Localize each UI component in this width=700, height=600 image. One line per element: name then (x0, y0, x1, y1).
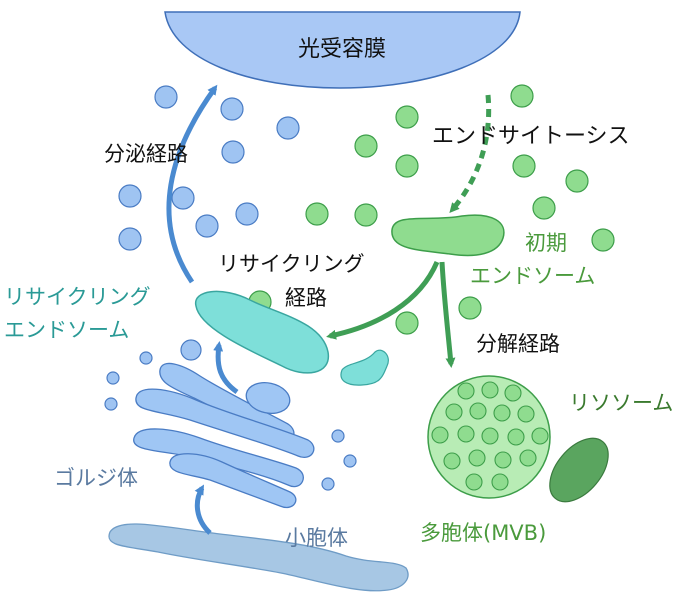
recycling-path-arrow (326, 261, 440, 340)
lysosome-label: リソソーム (569, 391, 673, 415)
teal-fragment (340, 349, 389, 386)
mvb-intraluminal-vesicles (431, 381, 549, 491)
blue-vesicles (104, 85, 357, 491)
endocytosis-arrow (449, 94, 492, 214)
secretory-path-arrow (166, 84, 218, 284)
photoreceptor-membrane (164, 11, 521, 89)
early-endosome-label-line1: 初期 (525, 231, 567, 255)
recycling-endosome (195, 290, 329, 374)
endocytosis-label: エンドサイトーシス (432, 124, 630, 149)
recycling-endosome-label-line1: リサイクリング (4, 285, 151, 309)
er-to-golgi-arrow (194, 484, 212, 535)
early-endosome (391, 214, 505, 257)
endoplasmic-reticulum (108, 523, 409, 592)
recycling-path-label-line1: リサイクリング (218, 252, 365, 276)
mvb-label: 多胞体(MVB) (420, 521, 546, 545)
membrane-label: 光受容膜 (298, 37, 386, 62)
recycling-path-label-line2: 経路 (285, 286, 327, 310)
degradation-path-arrow (439, 261, 456, 368)
degradation-label: 分解経路 (476, 332, 560, 356)
early-endosome-label-line2: エンドソーム (470, 264, 595, 288)
golgi-apparatus (133, 362, 315, 509)
recycling-endosome-label-line2: エンドソーム (4, 318, 129, 342)
vesicle-body-label: 小胞体 (285, 526, 348, 550)
golgi-to-recycling-arrow (213, 341, 239, 395)
golgi-label: ゴルジ体 (54, 466, 138, 490)
lysosome (549, 437, 609, 503)
secretory-label: 分泌経路 (104, 142, 188, 166)
